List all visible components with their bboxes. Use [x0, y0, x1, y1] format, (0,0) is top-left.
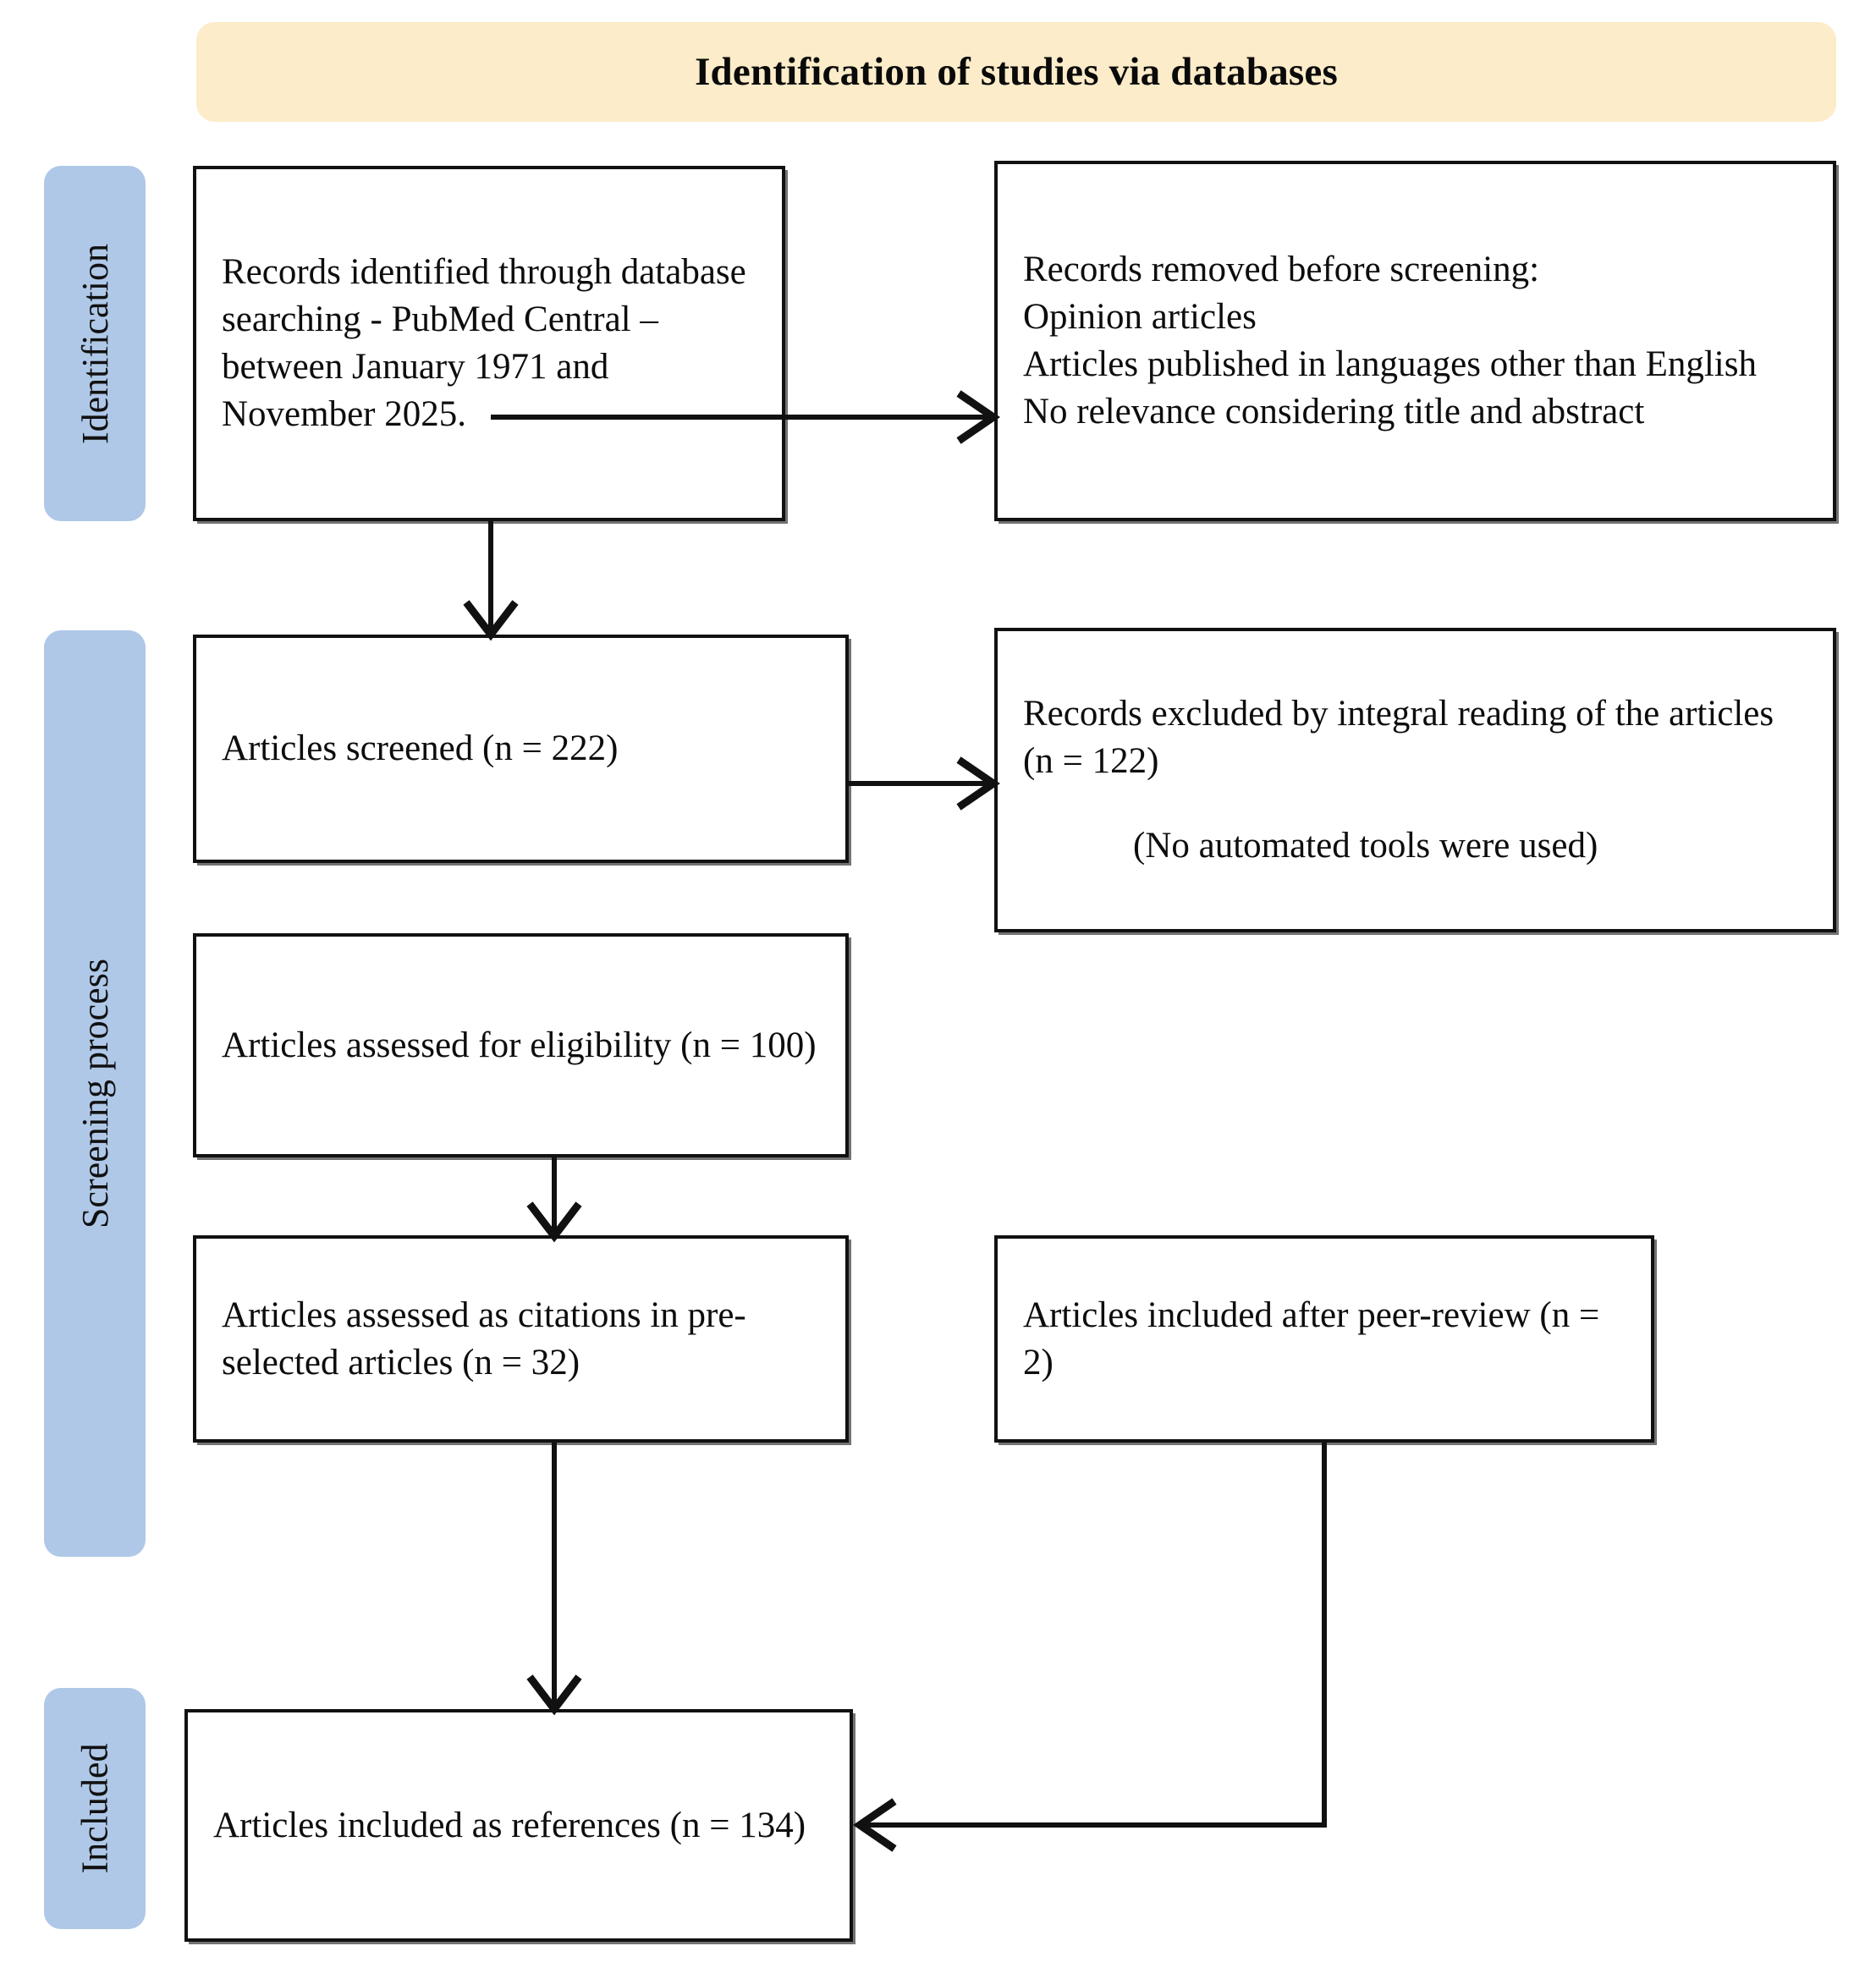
removed-line-1: Records removed before screening:	[1023, 250, 1540, 290]
connector-screened-to-excluded	[846, 756, 1007, 811]
stage-label-included: Included	[74, 1743, 116, 1874]
connector-citations-to-included	[520, 1443, 588, 1722]
box-records-identified-text: Records identified through database sear…	[222, 252, 746, 434]
box-articles-included-final-text: Articles included as references (n = 134…	[213, 1805, 806, 1845]
box-records-identified: Records identified through database sear…	[193, 166, 785, 521]
stage-bar-identification: Identification	[44, 166, 146, 521]
box-articles-citations: Articles assessed as citations in pre-se…	[193, 1235, 849, 1443]
excluded-spacer	[1023, 785, 1807, 822]
header-banner: Identification of studies via databases	[196, 22, 1836, 122]
page-title: Identification of studies via databases	[695, 50, 1338, 94]
box-articles-peer-review-text: Articles included after peer-review (n =…	[1023, 1295, 1600, 1383]
box-records-excluded: Records excluded by integral reading of …	[994, 628, 1836, 932]
box-articles-eligibility-text: Articles assessed for eligibility (n = 1…	[222, 1025, 817, 1065]
box-records-removed-text: Records removed before screening: Opinio…	[998, 246, 1833, 436]
excluded-note: (No automated tools were used)	[1133, 825, 1598, 866]
connector-identification-branch	[463, 355, 1028, 660]
stage-label-screening: Screening process	[74, 959, 116, 1229]
excluded-main-text: Records excluded by integral reading of …	[1023, 694, 1774, 782]
connector-peer-review-to-included	[850, 1443, 1375, 1852]
box-articles-screened: Articles screened (n = 222)	[193, 635, 849, 863]
box-articles-included-final: Articles included as references (n = 134…	[184, 1709, 853, 1942]
connector-eligibility-to-citations	[520, 1157, 588, 1243]
box-articles-peer-review: Articles included after peer-review (n =…	[994, 1235, 1654, 1443]
box-articles-screened-text: Articles screened (n = 222)	[222, 728, 619, 769]
box-records-excluded-text: Records excluded by integral reading of …	[998, 690, 1833, 870]
stage-bar-screening: Screening process	[44, 630, 146, 1557]
box-articles-eligibility: Articles assessed for eligibility (n = 1…	[193, 933, 849, 1157]
removed-line-4: No relevance considering title and abstr…	[1023, 391, 1645, 432]
removed-line-2: Opinion articles	[1023, 297, 1257, 338]
stage-label-identification: Identification	[74, 243, 116, 444]
removed-line-3: Articles published in languages other th…	[1023, 344, 1757, 384]
box-articles-citations-text: Articles assessed as citations in pre-se…	[222, 1295, 746, 1383]
stage-bar-included: Included	[44, 1688, 146, 1929]
box-records-removed: Records removed before screening: Opinio…	[994, 161, 1836, 521]
